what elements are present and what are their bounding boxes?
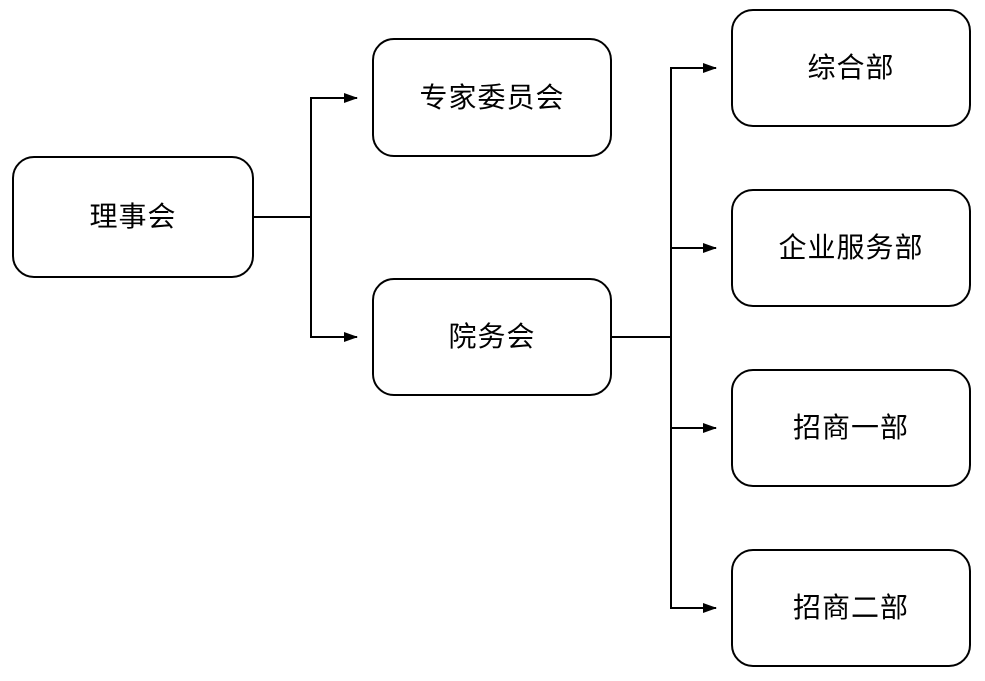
node-board[interactable]: 理事会 <box>12 156 254 278</box>
node-academy-council[interactable]: 院务会 <box>372 278 612 396</box>
node-investment-dept-1-label: 招商一部 <box>792 411 909 444</box>
node-enterprise-service[interactable]: 企业服务部 <box>731 189 971 307</box>
node-investment-dept-1[interactable]: 招商一部 <box>731 369 971 487</box>
node-investment-dept-2[interactable]: 招商二部 <box>731 549 971 667</box>
node-general-dept[interactable]: 综合部 <box>731 9 971 127</box>
node-board-label: 理事会 <box>89 200 177 233</box>
node-general-dept-label: 综合部 <box>807 51 895 84</box>
node-enterprise-service-label: 企业服务部 <box>778 231 924 264</box>
node-expert-committee-label: 专家委员会 <box>419 80 565 114</box>
node-expert-committee[interactable]: 专家委员会 <box>372 38 612 157</box>
node-academy-council-label: 院务会 <box>448 320 536 353</box>
node-investment-dept-2-label: 招商二部 <box>792 591 909 624</box>
